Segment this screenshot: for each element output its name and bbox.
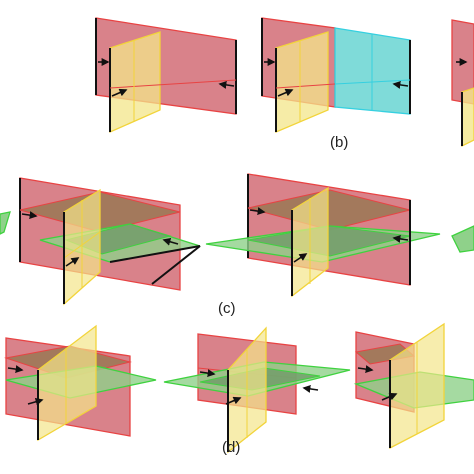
arrow <box>277 88 294 97</box>
panel-c-right-cropped <box>451 225 474 253</box>
panel-b-right-cropped <box>451 19 474 148</box>
panel-d-diagram-3 <box>353 322 474 450</box>
grid-line <box>63 231 101 259</box>
panel-label-c: (c) <box>218 300 236 317</box>
panel-label-b: (b) <box>330 134 348 151</box>
panel-c-diagram-1: (c) <box>19 177 236 317</box>
arrow <box>218 80 235 89</box>
green-plane <box>0 211 11 235</box>
yellow-plane <box>109 31 161 133</box>
arrow <box>111 88 128 97</box>
arrow <box>162 237 179 246</box>
panel-c-left-cropped <box>0 211 11 235</box>
green-plane <box>451 225 474 253</box>
arrow <box>7 365 24 374</box>
arrow <box>293 253 308 263</box>
arrow <box>392 234 409 243</box>
yellow-plane <box>275 31 329 133</box>
plane-edge <box>109 245 201 263</box>
plane-edge <box>151 245 201 285</box>
yellow-plane <box>461 87 474 148</box>
arrow <box>225 396 242 405</box>
arrow <box>27 397 44 406</box>
arrow <box>199 369 216 378</box>
arrow <box>65 257 80 267</box>
panel-label-d: (d) <box>222 439 240 456</box>
panel-a-diagram <box>95 17 237 133</box>
grid-line <box>109 79 237 89</box>
panel-b-diagram: (b) <box>261 17 411 151</box>
panel-c-diagram-2 <box>205 173 441 298</box>
grid-line <box>275 83 336 89</box>
arrow <box>357 365 374 374</box>
arrow <box>392 80 409 89</box>
arrow <box>249 207 266 216</box>
arrow <box>21 211 38 220</box>
panel-d-diagram-2: (d) <box>163 326 351 456</box>
panel-d-diagram-1 <box>4 324 157 442</box>
arrow <box>381 392 398 401</box>
arrow <box>302 384 319 393</box>
